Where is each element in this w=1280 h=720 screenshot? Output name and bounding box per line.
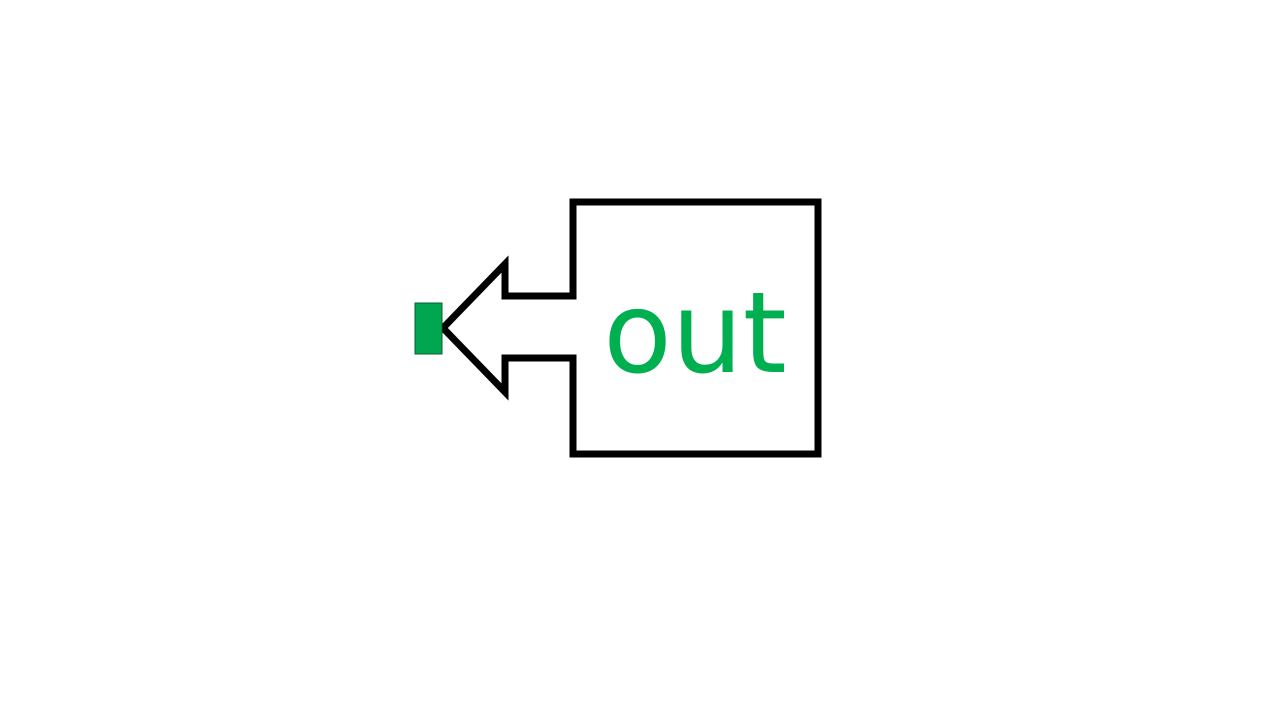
block-label: out	[603, 269, 786, 399]
output-block-outline	[438, 198, 822, 458]
output-port-icon[interactable]	[414, 302, 443, 355]
